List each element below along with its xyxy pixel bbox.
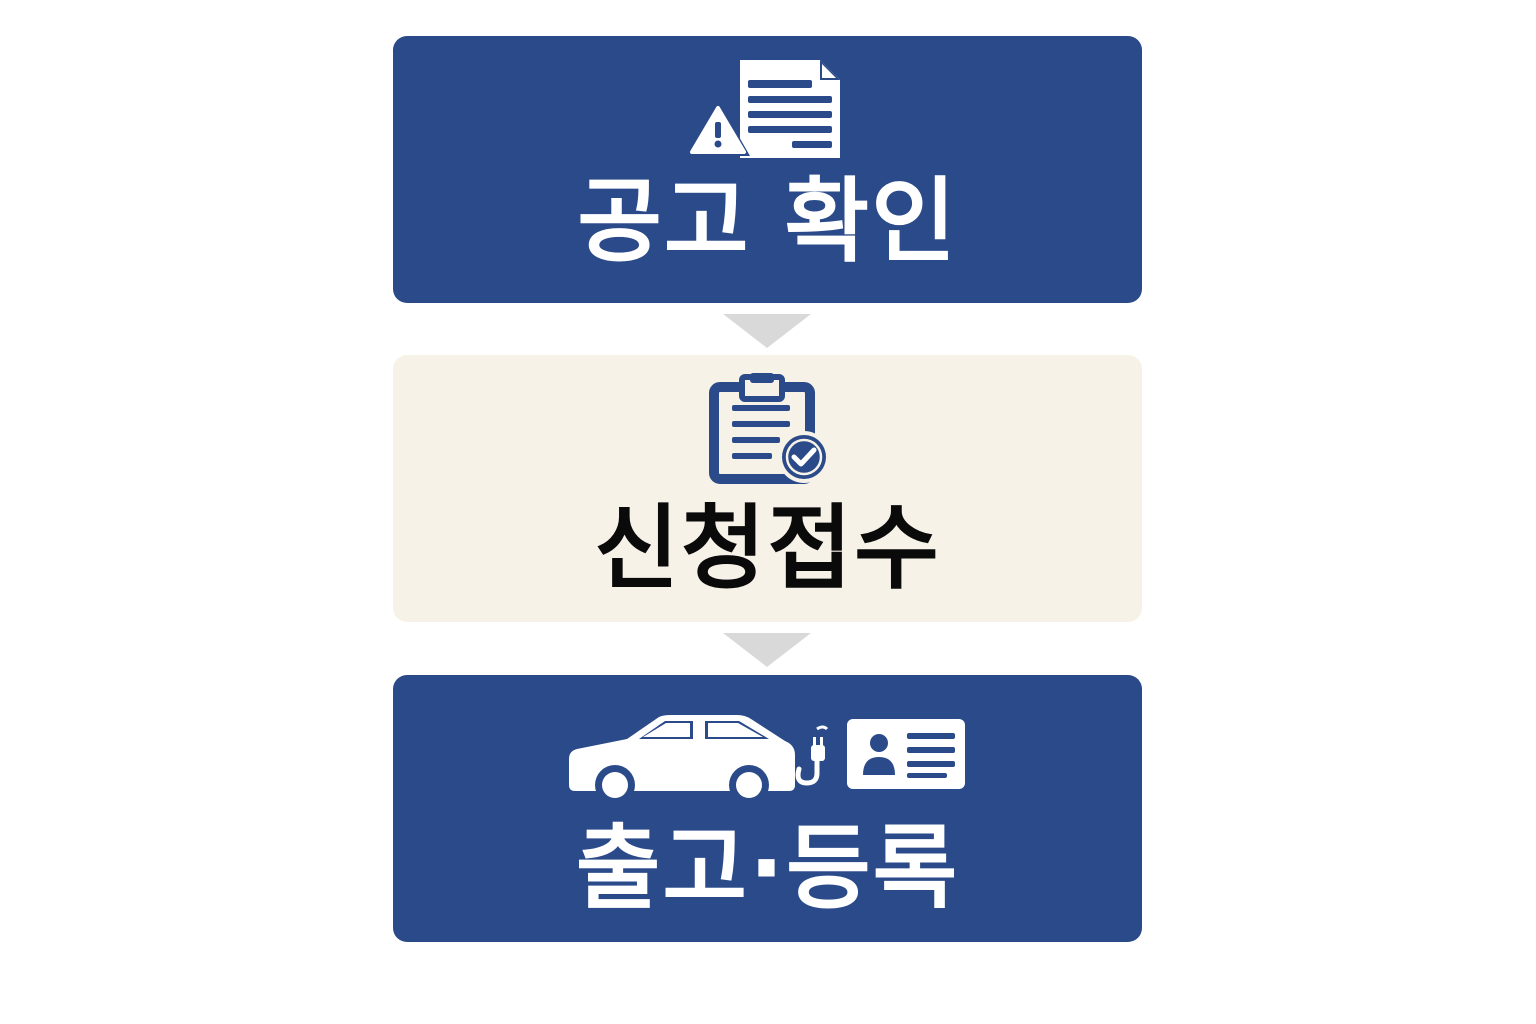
step-label: 공고 확인 (577, 168, 958, 275)
step-label: 신청접수 (594, 495, 941, 602)
car-icon (568, 715, 795, 803)
warning-document-icon (393, 56, 1142, 166)
step-label: 출고·등록 (575, 815, 960, 922)
down-arrow-icon (723, 314, 811, 348)
charger-plug-icon (795, 725, 828, 786)
step-delivery-registration: 출고·등록 (393, 675, 1142, 942)
step-application: 신청접수 (393, 355, 1142, 622)
id-card-icon (846, 719, 965, 789)
clipboard-check-icon (393, 373, 1142, 485)
step-announcement-check: 공고 확인 (393, 36, 1142, 303)
car-charger-id-card-icon (568, 715, 965, 803)
down-arrow-icon (723, 633, 811, 667)
